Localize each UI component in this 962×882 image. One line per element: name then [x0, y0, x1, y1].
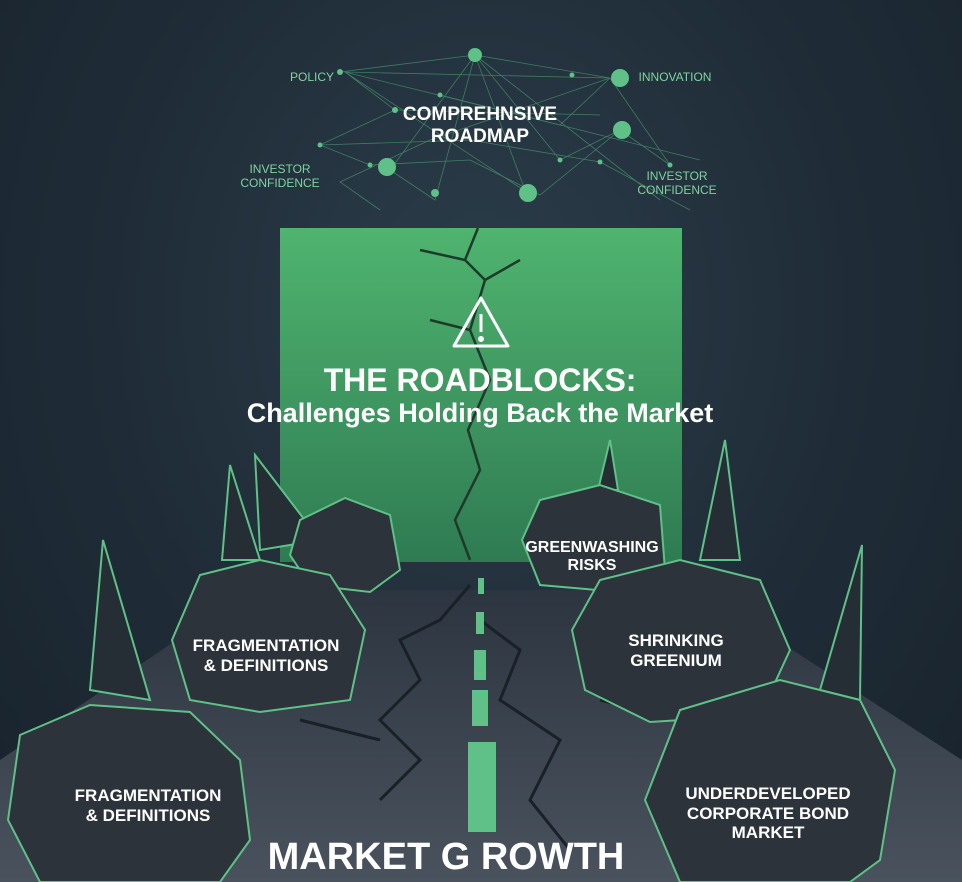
line: UNDERDEVELOPED: [685, 784, 851, 803]
panel-subtitle: Challenges Holding Back the Market: [246, 398, 714, 428]
panel-title: THE ROADBLOCKS:: [323, 362, 637, 398]
road-cracks: [299, 584, 681, 851]
rock-label-fragmentation-mid: FRAGMENTATION& DEFINITIONS: [193, 636, 340, 675]
road-centerline: [468, 578, 496, 832]
line: GREENIUM: [630, 650, 722, 670]
line: INVESTOR: [646, 169, 708, 183]
line: & DEFINITIONS: [203, 655, 329, 675]
line: & DEFINITIONS: [85, 805, 211, 825]
node-label-innovation: INNOVATION: [638, 70, 712, 84]
line: COMPREHNSIVE: [402, 104, 558, 125]
network-dots: [317, 48, 673, 202]
line: FRAGMENTATION: [192, 636, 340, 655]
line: ROADMAP: [430, 125, 530, 147]
line: INVESTOR: [249, 162, 311, 176]
node-label-policy: POLICY: [289, 70, 335, 84]
spikes: [88, 439, 863, 702]
market-growth-label: MARKET G ROWTH: [267, 836, 625, 878]
line: FRAGMENTATION: [74, 786, 222, 805]
rock-label-fragmentation-low: FRAGMENTATION& DEFINITIONS: [75, 786, 222, 825]
wall-crack: [419, 227, 521, 561]
line: SHRINKING: [628, 631, 724, 650]
line: CORPORATE BOND: [686, 803, 850, 823]
line: GREENWASHING: [525, 539, 659, 556]
line: MARKET: [731, 823, 805, 843]
rocks: [6, 483, 897, 882]
warning-icon: [452, 296, 510, 348]
line: RISKS: [567, 557, 617, 575]
line: CONFIDENCE: [637, 182, 717, 197]
line: CONFIDENCE: [240, 175, 320, 190]
